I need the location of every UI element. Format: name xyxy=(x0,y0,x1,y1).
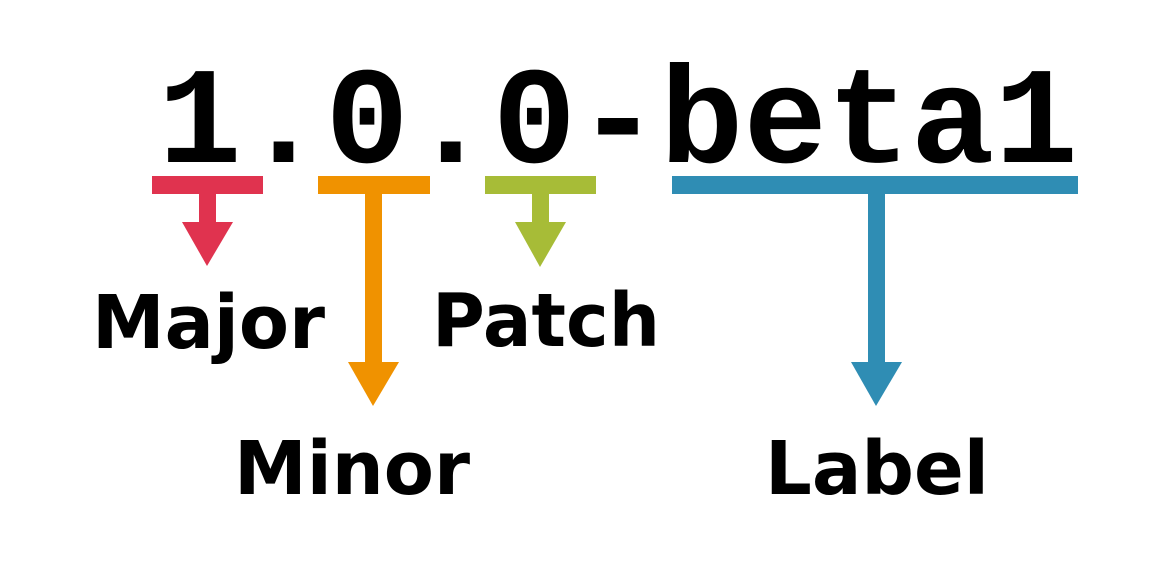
major-arrow-icon xyxy=(182,222,233,266)
major-bracket xyxy=(152,176,263,266)
minor-arrow-icon xyxy=(348,362,399,406)
patch-arrow-icon xyxy=(515,222,566,267)
label-label: Label xyxy=(765,426,989,512)
minor-label: Minor xyxy=(234,426,470,512)
major-label: Major xyxy=(92,280,325,366)
patch-label: Patch xyxy=(432,278,660,364)
label-arrow-icon xyxy=(851,362,902,406)
minor-bracket xyxy=(318,176,430,406)
label-bracket xyxy=(672,176,1078,406)
patch-bracket xyxy=(485,176,596,267)
